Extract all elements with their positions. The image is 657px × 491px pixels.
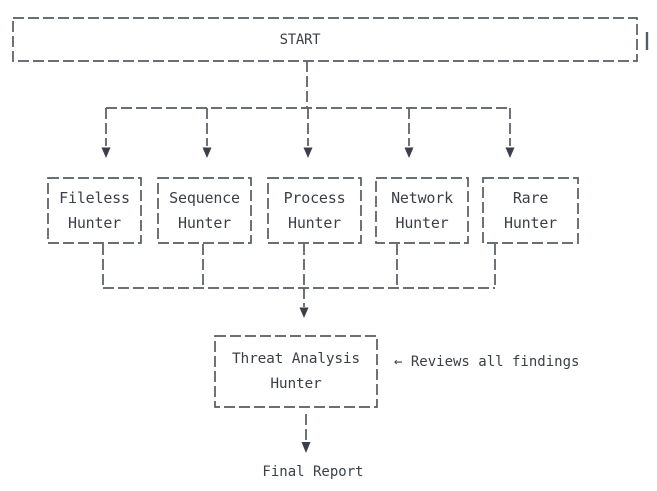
node-label-line: Network (391, 188, 453, 207)
arrow-down-icon (101, 147, 111, 158)
node-fileless-hunter: Fileless Hunter (48, 178, 141, 243)
sequence-hunter-outline (157, 177, 252, 244)
arrow-down-icon (404, 147, 414, 158)
final-report-label: Final Report (262, 464, 364, 480)
node-label-line: Hunter (288, 213, 341, 232)
arrow-down-icon (299, 307, 309, 318)
node-label-line: Threat Analysis (232, 350, 360, 367)
start-node-label: START (279, 32, 321, 48)
node-process-hunter: Process Hunter (268, 178, 361, 243)
process-hunter-outline (267, 177, 362, 244)
node-label-line: Sequence (169, 188, 240, 207)
reviews-annotation: ← Reviews all findings (394, 354, 580, 370)
rare-hunter-outline (482, 177, 579, 244)
network-hunter-outline (375, 177, 469, 244)
arrow-down-icon (303, 147, 313, 158)
node-label-line: Hunter (504, 213, 557, 232)
arrow-down-icon (202, 147, 212, 158)
node-network-hunter: Network Hunter (376, 178, 468, 243)
fileless-hunter-outline (47, 177, 142, 244)
node-label-line: Hunter (270, 375, 322, 392)
node-label-line: Hunter (68, 213, 121, 232)
node-sequence-hunter: Sequence Hunter (158, 178, 251, 243)
analysis-hunter-outline (214, 335, 378, 408)
node-label-line: Hunter (395, 213, 449, 232)
node-rare-hunter: Rare Hunter (483, 178, 578, 243)
node-label-line: Process (283, 188, 346, 207)
arrow-down-icon (505, 147, 515, 158)
node-threat-analysis-hunter: Threat Analysis Hunter (215, 336, 377, 407)
node-label-line: Hunter (178, 213, 231, 232)
node-label-line: Fileless (59, 188, 130, 207)
arrow-down-icon (301, 442, 311, 453)
node-label-line: Rare (512, 188, 549, 207)
start-node-outline (12, 17, 638, 62)
